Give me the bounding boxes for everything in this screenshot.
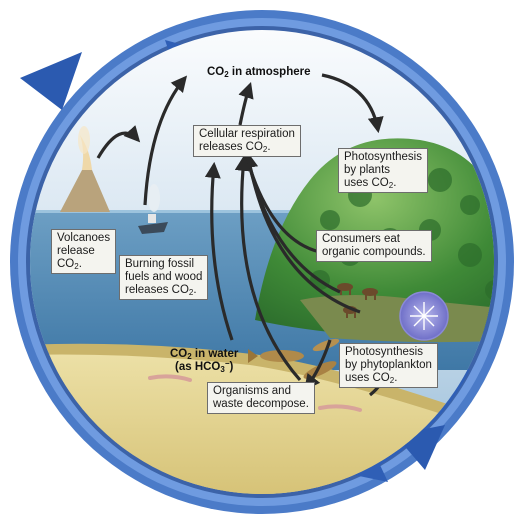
decompose-label: Organisms and waste decompose. [207, 382, 315, 414]
volcanoes-label: Volcanoes release CO2. [51, 229, 117, 274]
atmosphere-label: CO2 in atmosphere [207, 66, 311, 79]
arrow-water-to-atmosphere [204, 161, 234, 341]
phytoplankton-icon [399, 291, 449, 341]
cycle-arrow-icon [20, 52, 82, 110]
volcano-icon [60, 170, 110, 212]
arrow-atmosphere-to-plants [321, 73, 384, 134]
arrow-respiration-to-atmosphere [238, 81, 254, 126]
photosynthesis-plants-label: Photosynthesis by plants uses CO2. [338, 148, 428, 193]
water-label: CO2 in water (as HCO3−) [170, 348, 239, 374]
arrow-fossil-to-atmosphere [143, 75, 188, 206]
phytoplankton-label: Photosynthesis by phytoplankton uses CO2… [339, 343, 438, 388]
arrow-decompose-to-respiration [234, 154, 302, 382]
ship-icon [138, 184, 168, 234]
arrow-forest-to-respiration-3 [242, 151, 361, 314]
arrow-volcano-to-atmosphere [96, 125, 141, 159]
consumers-label: Consumers eat organic compounds. [316, 230, 432, 262]
fossil-fuels-label: Burning fossil fuels and wood releases C… [119, 255, 209, 300]
respiration-label: Cellular respiration releases CO2. [193, 125, 301, 157]
